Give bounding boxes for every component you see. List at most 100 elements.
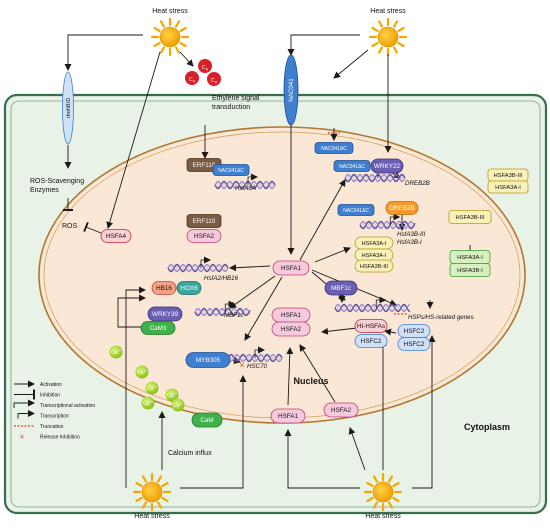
- arrow-hsfa1-to-dreb2b: [299, 179, 346, 261]
- svg-text:HB16: HB16: [156, 285, 172, 292]
- legend-item-tx-activation: Transcriptional activation: [13, 399, 95, 409]
- ethylene-molecule-1: CH: [198, 59, 212, 73]
- cytoplasm-label: Cytoplasm: [464, 422, 510, 432]
- svg-text:Ca2+: Ca2+: [173, 402, 183, 409]
- inhibit-hsfa4-ros: [83, 221, 102, 234]
- svg-text:Ca2+: Ca2+: [111, 349, 121, 356]
- svg-text:HSFC2: HSFC2: [404, 341, 425, 348]
- legend-item-activation: Activation: [14, 380, 62, 388]
- protein-hsfc2-c: HSFC2: [397, 337, 431, 351]
- protein-nac041dc-a: NAC041ΔC: [212, 164, 250, 176]
- calcium-ion-2: Ca2+: [135, 365, 149, 379]
- arrow-heat-to-ethylene: [179, 51, 194, 67]
- svg-text:MYB305: MYB305: [196, 357, 221, 364]
- svg-text:NAC041ΔC: NAC041ΔC: [343, 208, 369, 214]
- protein-myb305: MYB305: [185, 352, 231, 368]
- protein-dreb2b: DREB2B: [385, 201, 419, 215]
- protein-mbf1c: MBF1c: [324, 280, 358, 296]
- legend-item-truncation: Truncation: [14, 424, 64, 430]
- arrow-hsfa1-bottom-to-nucleus: [286, 347, 294, 406]
- protein-hsfa1-center: HSFA1: [272, 260, 310, 276]
- arrow-heat-to-hsfa1-bottom: [284, 429, 360, 489]
- svg-text:CH: CH: [202, 65, 209, 72]
- protein-hsfa3a-i-top: HSFA3A-I: [487, 180, 529, 194]
- calcium-ion-5: Ca2+: [165, 388, 179, 402]
- svg-text:HSFA3B-I: HSFA3B-I: [457, 268, 483, 274]
- arrow-heat-to-myb305: [125, 286, 146, 488]
- protein-nac041dc-c: NAC041ΔC: [333, 160, 371, 172]
- arrow-hsfc2-to-hihsfas: [384, 328, 397, 336]
- dna-dreb2b: [344, 166, 406, 183]
- gene-hsfa3a: HsfA3A: [235, 185, 256, 192]
- gene-hsfa3b-iii: HsfA3B-III: [397, 231, 425, 238]
- protein-hsfa2-erf: HSFA2: [186, 229, 222, 243]
- protein-hsfa3b-i-right: HSFA3B-I: [449, 263, 491, 277]
- protein-hsfc2-a: HSFC2: [354, 334, 388, 348]
- arrow-cam-to-wrky39: [117, 294, 146, 328]
- sun-bottom-left: [132, 472, 172, 512]
- svg-text:HSFA3A-I: HSFA3A-I: [362, 241, 387, 247]
- protein-hsfa1-bottom: HSFA1: [270, 408, 306, 424]
- svg-text:HSFA3B-III: HSFA3B-III: [360, 264, 388, 270]
- protein-hi-hsfas: HI-HSFAs: [354, 319, 388, 333]
- svg-text:HSFC2: HSFC2: [404, 328, 425, 335]
- protein-erf110-bottom: ERF110: [186, 214, 222, 228]
- arrow-hsfa1-to-hb16: [229, 264, 271, 272]
- legend-label: Inhibition: [40, 393, 60, 399]
- protein-nac041dc-d: NAC041ΔC: [337, 204, 375, 216]
- arrow-heat-to-hsfa4: [106, 51, 161, 229]
- svg-text:HSFA3A-I: HSFA3A-I: [495, 185, 521, 191]
- protein-hsfa3b-iii-top: HSFA3B-III: [487, 168, 529, 182]
- protein-nac041-membrane: NAC041: [283, 54, 299, 126]
- legend-label: Transcriptional activation: [40, 403, 95, 409]
- arrow-hsfa2-bottom-to-nucleus: [299, 344, 336, 403]
- dna-hsfa2-hb16: [167, 256, 229, 273]
- svg-text:CH: CH: [189, 77, 196, 84]
- svg-text:HI-HSFAs: HI-HSFAs: [357, 323, 385, 330]
- arrow-hsfa1-to-mbf1c: [229, 275, 276, 309]
- svg-text:DREB2B: DREB2B: [389, 205, 414, 212]
- svg-text:WRKY22: WRKY22: [374, 163, 400, 170]
- svg-text:ERF110: ERF110: [193, 218, 216, 225]
- protein-nac041dc-b: NAC041ΔC: [314, 142, 354, 154]
- svg-text:HSFA1: HSFA1: [281, 265, 301, 272]
- svg-text:HSFA1: HSFA1: [278, 413, 298, 420]
- arrow-heat-to-nac041: [287, 34, 360, 56]
- svg-text:MBF1c: MBF1c: [331, 285, 351, 292]
- calcium-ion-3: Ca2+: [145, 381, 159, 395]
- svg-text:HSFA2: HSFA2: [331, 407, 351, 414]
- ethylene-molecule-2: CH: [185, 71, 199, 85]
- protein-wrky22: WRKY22: [370, 158, 404, 174]
- svg-text:HSFA2: HSFA2: [194, 233, 214, 240]
- protein-hsfa3b-iii-left: HSFA3B-III: [354, 259, 394, 273]
- protein-hsfa3b-iii-right: HSFA3B-III: [448, 210, 492, 224]
- svg-text:rbohB/D: rbohB/D: [66, 98, 72, 119]
- svg-text:Ca2+: Ca2+: [137, 369, 147, 376]
- protein-hsfa3a-i-b: HSFA3A-I: [354, 248, 394, 262]
- protein-hb16: HB16: [151, 281, 177, 295]
- gene-hsfa2-hb16: HsfA2/HB16: [204, 275, 239, 282]
- protein-rbohb: rbohB/D: [62, 71, 74, 145]
- svg-text:HSFA2: HSFA2: [281, 326, 301, 333]
- nucleus-label: Nucleus: [293, 376, 328, 386]
- protein-hsfa3a-i-right: HSFA3A-I: [449, 250, 491, 264]
- svg-text:HOX6: HOX6: [180, 285, 198, 292]
- protein-hsfa1-a: HSFA1: [271, 307, 311, 323]
- protein-wrky39: WRKY39: [147, 306, 183, 322]
- svg-text:NAC041ΔC: NAC041ΔC: [321, 146, 347, 152]
- svg-text:CaM: CaM: [200, 417, 213, 424]
- protein-hsfa2-a: HSFA2: [271, 321, 311, 337]
- svg-text:NAC041ΔC: NAC041ΔC: [218, 168, 244, 174]
- arrow-heat-to-nac041-membrane: [333, 49, 369, 79]
- arrow-hsfa1-to-myb305: [244, 276, 283, 341]
- svg-text:CaM3: CaM3: [150, 325, 167, 332]
- heat-stress-label-bottom-left: Heat stress: [134, 513, 170, 520]
- calcium-ion-6: Ca2+: [171, 398, 185, 412]
- release-inhibition-mark-hsc70: ×: [239, 360, 244, 370]
- sun-top-left: [150, 17, 190, 57]
- legend-item-inhibition: Inhibition: [14, 389, 60, 400]
- arrow-heat-to-hsfa2-bottom: [348, 427, 366, 471]
- svg-text:HSFA3B-III: HSFA3B-III: [494, 173, 523, 179]
- legend-label: Release Inhibition: [40, 435, 80, 441]
